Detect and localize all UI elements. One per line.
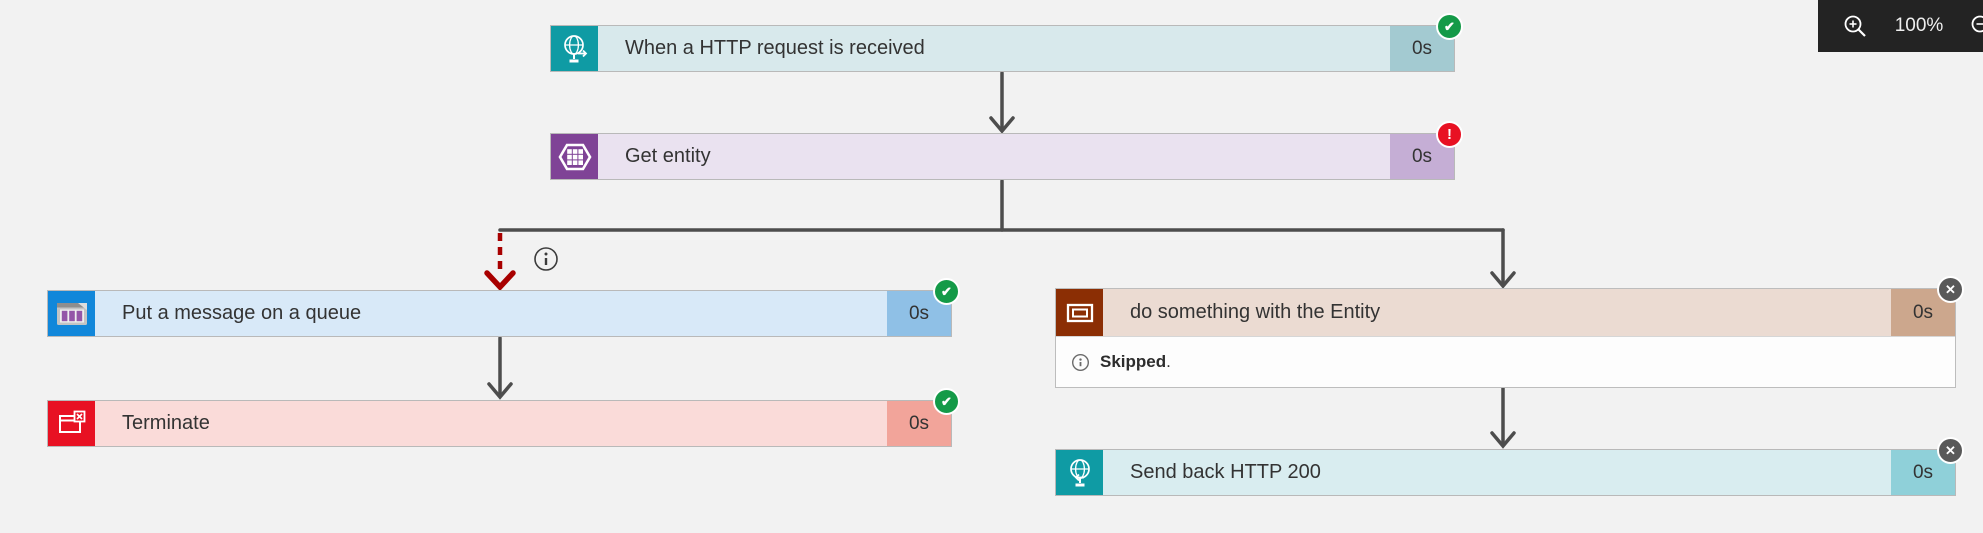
zoom-out-button[interactable] <box>1969 13 1983 40</box>
info-icon <box>1071 353 1090 371</box>
node-put-message-on-queue[interactable]: Put a message on a queue 0s ✔ <box>47 278 960 337</box>
zoom-toolbar: 100% <box>1818 0 1983 52</box>
failed-path-arrow <box>484 233 516 292</box>
check-icon: ✔ <box>1444 19 1455 34</box>
node-label: Terminate <box>95 401 887 446</box>
node-do-something-with-entity[interactable]: do something with the Entity 0s ✕ Skippe… <box>1055 276 1964 388</box>
node-label: Put a message on a queue <box>95 291 887 336</box>
node-label: Get entity <box>598 134 1390 179</box>
node-label: When a HTTP request is received <box>598 26 1390 71</box>
node-header[interactable]: do something with the Entity 0s ✕ <box>1056 276 1964 336</box>
check-icon: ✔ <box>941 394 952 409</box>
node-send-back-http-200[interactable]: Send back HTTP 200 0s ✕ <box>1055 437 1964 496</box>
node-label: do something with the Entity <box>1103 289 1891 336</box>
status-badge-success: ✔ <box>933 388 960 415</box>
status-text: Skipped. <box>1100 352 1171 371</box>
connector-lines <box>487 71 1516 449</box>
magnifier-plus-icon <box>1844 15 1866 37</box>
branch-info-icon[interactable] <box>534 247 558 271</box>
close-icon: ✕ <box>1945 282 1956 297</box>
status-badge-error: ! <box>1436 121 1463 148</box>
http-request-icon <box>551 26 598 71</box>
status-badge-success: ✔ <box>933 278 960 305</box>
http-response-icon <box>1056 450 1103 495</box>
exclamation-icon: ! <box>1447 126 1452 143</box>
status-badge-success: ✔ <box>1436 13 1463 40</box>
node-terminate[interactable]: Terminate 0s ✔ <box>47 388 960 447</box>
node-http-request-trigger[interactable]: When a HTTP request is received 0s ✔ <box>550 13 1463 72</box>
close-icon: ✕ <box>1945 443 1956 458</box>
node-get-entity[interactable]: Get entity 0s ! <box>550 121 1463 180</box>
check-icon: ✔ <box>941 284 952 299</box>
zoom-in-button[interactable] <box>1842 13 1869 40</box>
status-badge-skipped: ✕ <box>1937 437 1964 464</box>
node-label: Send back HTTP 200 <box>1103 450 1891 495</box>
terminate-icon <box>48 401 95 446</box>
scope-icon <box>1056 289 1103 336</box>
status-badge-skipped: ✕ <box>1937 276 1964 303</box>
status-row: Skipped. <box>1056 336 1955 387</box>
zoom-level-label: 100% <box>1894 15 1944 36</box>
queue-icon <box>48 291 95 336</box>
table-entity-icon <box>551 134 598 179</box>
magnifier-minus-icon <box>1971 15 1983 32</box>
